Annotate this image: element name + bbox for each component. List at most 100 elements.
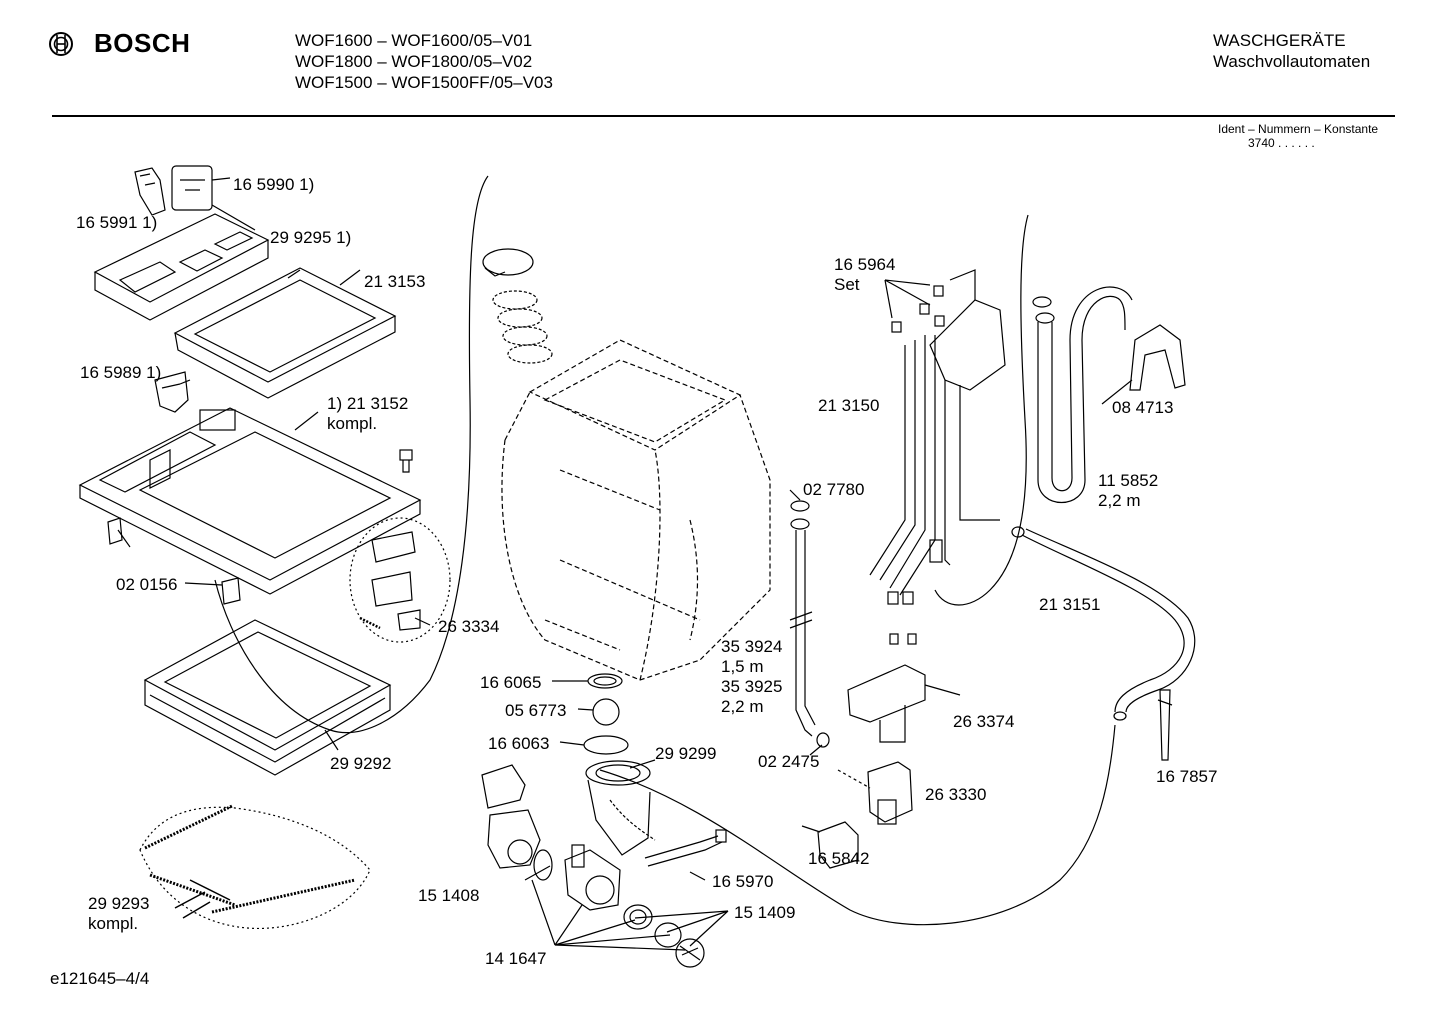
model-line: WOF1800 – WOF1800/05–V02 (295, 52, 533, 71)
part-label-line: 16 6065 (480, 673, 541, 692)
dispenser-clip-parts (134, 165, 213, 216)
door-seal-frame (143, 619, 392, 776)
part-label-line: 1) 21 3152 (327, 394, 408, 413)
drain-pipe-piece (644, 829, 727, 867)
electrics-group (349, 517, 451, 643)
part-label-line: 15 1408 (418, 886, 479, 905)
brand-logo: BOSCH (48, 28, 190, 59)
part-label-line: 16 5989 1) (80, 363, 161, 382)
part-label-line: 02 2475 (758, 752, 819, 771)
part-label: 16 5970 (712, 872, 773, 891)
part-label-line: 16 6063 (488, 734, 549, 753)
part-label-line: Set (834, 275, 860, 294)
part-label: 29 9292 (330, 754, 391, 773)
part-label-line: 35 3924 (721, 637, 782, 656)
group-outline-left (214, 175, 489, 734)
drawing-code: e121645–4/4 (50, 969, 150, 988)
part-label: 02 2475 (758, 752, 819, 771)
inlet-valve (837, 761, 913, 825)
frame-clips (107, 517, 241, 605)
part-label-line: 08 4713 (1112, 398, 1173, 417)
part-label: 05 6773 (505, 701, 566, 720)
sump-hose (585, 760, 656, 856)
part-label-line: 26 3374 (953, 712, 1014, 731)
fill-hose (789, 500, 830, 748)
dispenser-drawer (93, 213, 270, 321)
category-block: WASCHGERÄTE Waschvollautomaten (1213, 30, 1370, 72)
ident-block: Ident – Nummern – Konstante 3740 . . . .… (1218, 122, 1378, 150)
part-labels: 16 5990 1) 16 5991 1) 29 9295 1) 21 3153… (76, 175, 1217, 968)
part-label: 15 1408 (418, 886, 479, 905)
small-clip-part (154, 371, 189, 413)
drain-extension-hose (1011, 526, 1196, 721)
drain-hose-line (599, 724, 1116, 926)
part-label-line: 15 1409 (734, 903, 795, 922)
pressure-switch (847, 664, 961, 743)
part-label-line: 05 6773 (505, 701, 566, 720)
door-spring-kit (139, 804, 371, 930)
interference-filter (801, 821, 859, 869)
part-label-line: 21 3150 (818, 396, 879, 415)
part-label: 26 3330 (925, 785, 986, 804)
header-rule (52, 115, 1395, 117)
brand-name: BOSCH (94, 28, 191, 58)
tub-bellows (492, 290, 553, 364)
part-label-line: 29 9299 (655, 744, 716, 763)
part-label-line: 26 3334 (438, 617, 499, 636)
part-label: 08 4713 (1112, 398, 1173, 417)
part-label-line: 21 3153 (364, 272, 425, 291)
part-label: 16 5990 1) (233, 175, 314, 194)
water-manifold (869, 269, 1006, 645)
category-subtitle: Waschvollautomaten (1213, 52, 1371, 71)
part-label-line: 2,2 m (1098, 491, 1141, 510)
part-label-line: 16 5970 (712, 872, 773, 891)
leader-lines (117, 177, 1133, 951)
part-label: 26 3374 (953, 712, 1014, 731)
part-label-line: 16 7857 (1156, 767, 1217, 786)
part-label: 02 7780 (803, 480, 864, 499)
part-label-line: 02 0156 (116, 575, 177, 594)
part-label: 21 3151 (1039, 595, 1100, 614)
part-label: 29 9299 (655, 744, 716, 763)
part-label: 16 7857 (1156, 767, 1217, 786)
part-label: 16 5989 1) (80, 363, 161, 382)
drain-hose (1032, 286, 1133, 503)
part-label: 29 9295 1) (270, 228, 351, 247)
bosch-armature-icon (49, 31, 73, 56)
group-outline-right (934, 214, 1029, 606)
part-label-line: 2,2 m (721, 697, 764, 716)
sump-seals (583, 673, 629, 755)
hose-clip (1157, 689, 1173, 761)
part-label-line: kompl. (327, 414, 377, 433)
frame-screw (399, 449, 413, 473)
wash-tub (501, 339, 771, 681)
ident-label: Ident – Nummern – Konstante (1218, 122, 1379, 136)
part-label-line: 35 3925 (721, 677, 782, 696)
part-label-line: 29 9292 (330, 754, 391, 773)
part-label-line: 14 1647 (485, 949, 546, 968)
part-label-line: 29 9295 1) (270, 228, 351, 247)
part-label-line: kompl. (88, 914, 138, 933)
part-label-line: 1,5 m (721, 657, 764, 676)
part-label: 16 6065 (480, 673, 541, 692)
part-label: 26 3334 (438, 617, 499, 636)
ident-value: 3740 . . . . . . (1248, 136, 1315, 150)
model-list: WOF1600 – WOF1600/05–V01 WOF1800 – WOF18… (295, 30, 553, 93)
part-label-line: 16 5964 (834, 255, 895, 274)
part-label: 02 0156 (116, 575, 177, 594)
part-label: 16 5991 1) (76, 213, 157, 232)
part-label-line: 16 5991 1) (76, 213, 157, 232)
model-line: WOF1500 – WOF1500FF/05–V03 (295, 73, 553, 92)
pump-parts (481, 764, 621, 911)
part-label: 15 1409 (734, 903, 795, 922)
part-label-line: 21 3151 (1039, 595, 1100, 614)
part-label: 16 6063 (488, 734, 549, 753)
part-label: 21 3150 (818, 396, 879, 415)
top-frame (78, 407, 422, 595)
valve-caps (891, 285, 945, 333)
